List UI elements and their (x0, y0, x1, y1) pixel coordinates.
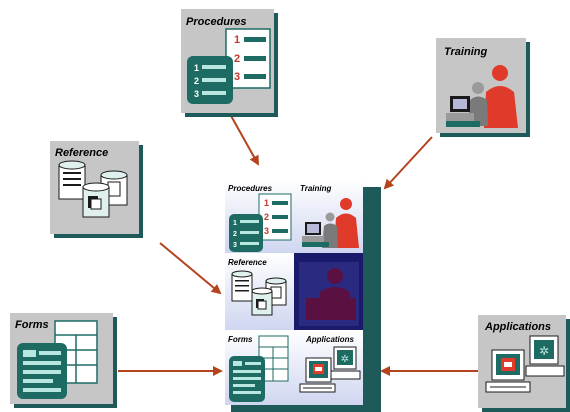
applications-card-title: Applications (484, 321, 551, 333)
arrows (118, 113, 478, 376)
svg-text:1: 1 (194, 63, 199, 73)
center-forms-panel: Forms (225, 330, 294, 405)
training-card: Training (436, 38, 530, 137)
training-card-title: Training (444, 46, 487, 58)
forms-card-title: Forms (15, 319, 49, 331)
center-applications-panel: Applications ✲ (294, 330, 363, 405)
database-cylinders-icon (58, 160, 128, 218)
center-procedures-title: Procedures (228, 184, 273, 193)
reference-card: Reference (50, 141, 143, 238)
svg-text:3: 3 (233, 242, 237, 249)
applications-card: Applications ✲ (478, 315, 570, 412)
center-procedures-step-3: 3 (264, 226, 269, 236)
forms-card: Forms (10, 313, 117, 408)
svg-text:1: 1 (233, 220, 237, 227)
reference-card-title: Reference (55, 147, 108, 159)
procedures-step-1: 1 (234, 34, 240, 46)
arrow-procedures (229, 113, 259, 166)
center-reference-panel: Reference (225, 253, 294, 330)
trainer-figure-icon (446, 65, 518, 128)
procedures-step-3: 3 (234, 71, 240, 83)
center-forms-title: Forms (228, 335, 253, 344)
center-procedures-step-2: 2 (264, 212, 269, 222)
center-composite: Procedures 1 2 3 1 2 3 Training (225, 179, 381, 412)
center-procedures-step-1: 1 (264, 198, 269, 208)
center-training-panel: Training (294, 179, 363, 253)
center-training-title: Training (300, 184, 332, 193)
center-applications-title: Applications (305, 335, 355, 344)
procedures-card-title: Procedures (186, 16, 247, 28)
svg-text:✲: ✲ (341, 354, 349, 365)
procedures-card: Procedures 1 2 3 1 2 3 (181, 9, 278, 117)
center-procedures-panel: Procedures 1 2 3 1 2 3 (225, 179, 294, 253)
computer-terminals-icon: ✲ (485, 335, 565, 393)
svg-text:2: 2 (194, 76, 199, 86)
procedures-step-2: 2 (234, 53, 240, 65)
form-document-icon (17, 320, 98, 399)
center-reference-title: Reference (228, 258, 267, 267)
arrow-reference (159, 242, 222, 295)
center-presenter-panel (294, 253, 363, 330)
svg-text:3: 3 (194, 89, 199, 99)
svg-text:✲: ✲ (539, 344, 549, 358)
svg-text:2: 2 (233, 231, 237, 238)
arrow-training (383, 136, 433, 190)
